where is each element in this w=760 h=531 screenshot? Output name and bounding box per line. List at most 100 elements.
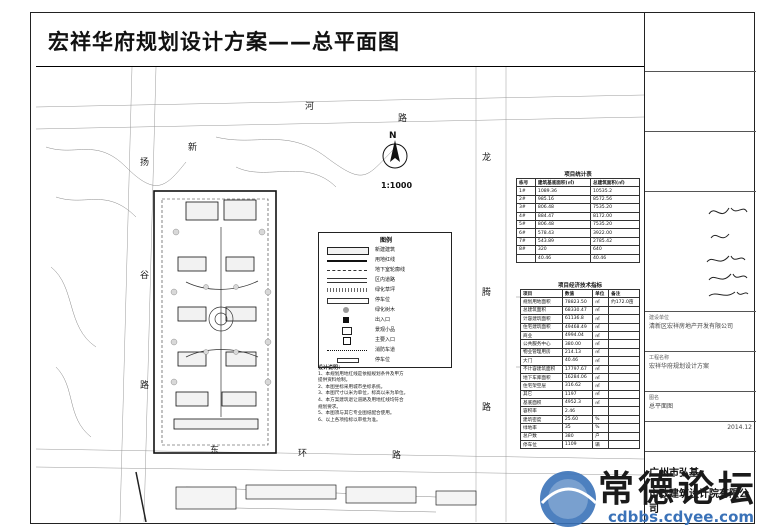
table-cell: 商业 (520, 330, 563, 341)
table-cell: 78823.50 (561, 297, 594, 307)
table-cell: 61136.8 (561, 314, 594, 324)
table-cell: 总户数 (520, 431, 563, 442)
table-cell (608, 406, 640, 416)
table-cell (608, 398, 640, 408)
road-label-left-2: 谷 (140, 271, 150, 281)
legend-item: 区内道路 (319, 275, 453, 285)
table1-title: 项目统计表 (564, 172, 592, 178)
table-cell (608, 440, 640, 450)
legend-title: 图例 (379, 237, 392, 244)
table-cell: 单位 (592, 288, 610, 299)
table-cell: 住宅建筑面积 (520, 322, 563, 332)
table-cell: 68330.47 (561, 305, 594, 316)
table-cell (608, 330, 640, 341)
road-label-bottom-3: 路 (392, 451, 402, 461)
table-cell: 辆 (592, 440, 610, 450)
table-cell: 806.48 (534, 203, 592, 213)
title-block: 建设单位 清新区宏祥房地产开发有限公司 工程名称 宏祥华府规划设计方案 图名 总… (644, 12, 756, 524)
legend-item: 主要入口 (319, 335, 453, 345)
table-cell: 栋号 (516, 177, 536, 188)
north-arrow-icon (382, 140, 408, 169)
table-cell: ㎡ (592, 330, 610, 341)
table-cell: % (592, 414, 610, 425)
table-cell: 40.46 (534, 253, 592, 263)
drawing-name: 总平面图 (649, 403, 674, 410)
table-cell: 计容建筑面积 (520, 314, 563, 324)
table-cell: 4# (516, 211, 536, 221)
table-cell (608, 364, 640, 374)
sheet-border (30, 12, 755, 524)
table-cell (592, 406, 610, 416)
table-cell (608, 423, 640, 433)
title-divider (36, 66, 644, 67)
legend-item: 消防车道 (319, 345, 453, 355)
table-cell: 884.47 (534, 211, 592, 221)
table-cell: 数值 (561, 288, 594, 299)
table-cell (516, 253, 536, 263)
road-label-left-1: 扬 (140, 158, 150, 168)
table-cell: ㎡ (592, 339, 610, 349)
table-row: 项目数值单位备注 (520, 288, 640, 299)
table-cell (608, 314, 640, 324)
table-cell: 2# (516, 194, 536, 205)
table-cell: 49468.49 (561, 322, 594, 332)
table-cell: 大门 (520, 356, 563, 366)
table-cell: 578.43 (534, 228, 592, 238)
drawing-date: 2014.12 (727, 424, 752, 431)
legend-item: 停车位 (319, 295, 453, 305)
table-cell (608, 372, 640, 383)
table-cell: 建筑基底面积(㎡) (534, 177, 592, 188)
notes-line: 4、本方案建筑退让道路及用地红线均符合 (318, 397, 404, 403)
table-cell (608, 414, 640, 425)
client-label: 建设单位 (649, 315, 670, 321)
road-label-right-3: 路 (482, 403, 492, 413)
legend-item: 新建建筑 (319, 245, 453, 255)
table-cell: ㎡ (592, 305, 610, 316)
notes-title: 设计说明： (318, 365, 344, 371)
legend-item: 地下室轮廓线 (319, 265, 453, 275)
road-label-right-2: 腾 (482, 288, 492, 298)
company-block: 广州市弘基 市政建筑设计院有限公司 (649, 464, 752, 515)
road-label-left-3: 路 (140, 381, 150, 391)
table-cell: 1109 (561, 440, 594, 450)
table-cell (608, 322, 640, 332)
table-cell: 4994.04 (561, 330, 594, 341)
scale-label: 1:1000 (381, 181, 413, 190)
table-cell: 985.16 (534, 194, 592, 205)
table-cell: 10535.2 (590, 186, 640, 196)
table-cell (608, 339, 640, 349)
legend-item: 景观小品 (319, 325, 453, 335)
table-cell: ㎡ (592, 322, 610, 332)
project-label: 工程名称 (649, 355, 670, 361)
table-cell: ㎡ (592, 389, 610, 400)
table-cell: 2.46 (561, 406, 594, 416)
table-cell: 地下车库面积 (520, 372, 563, 383)
table-cell: 5# (516, 219, 536, 230)
site-plan (36, 67, 644, 522)
legend-item: 出入口 (319, 315, 453, 325)
table-cell: 214.13 (561, 347, 594, 358)
table-cell: 8572.56 (590, 194, 640, 205)
table-cell: 380.00 (561, 339, 594, 349)
signature-marks (706, 207, 749, 297)
table-cell: 6# (516, 228, 536, 238)
table-cell: ㎡ (592, 347, 610, 358)
road-label-top-1: 新 (188, 143, 198, 153)
road-label-bottom-2: 环 (298, 449, 308, 459)
north-label: N (389, 131, 397, 141)
